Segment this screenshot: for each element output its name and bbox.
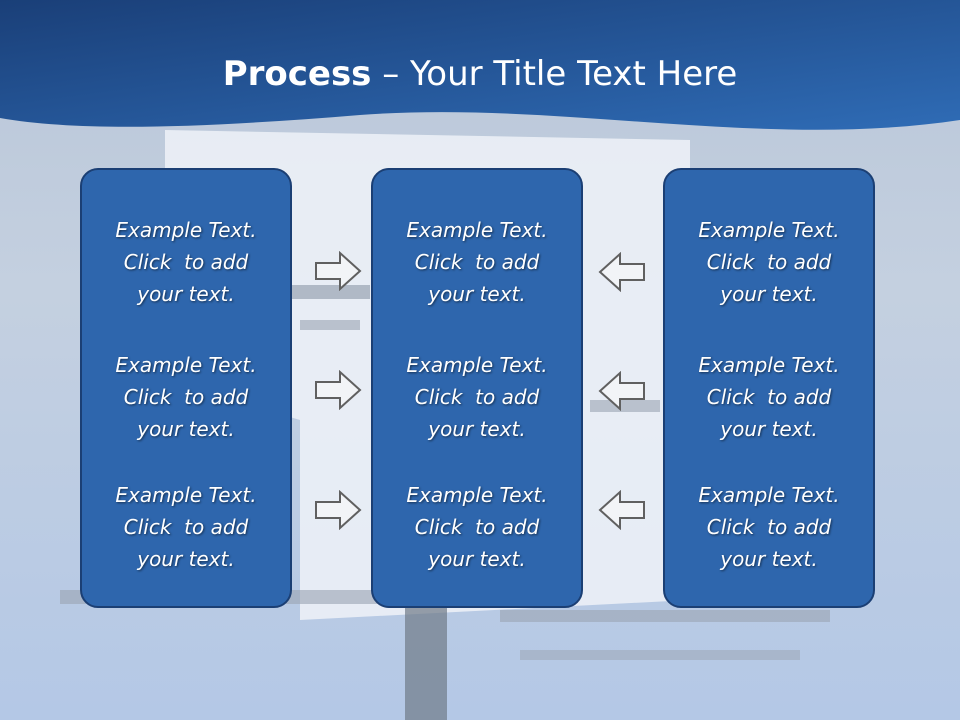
text-line: Example Text. bbox=[115, 218, 257, 242]
text-line: your text. bbox=[428, 282, 526, 306]
process-box-center[interactable]: Example Text. Click to add your text. Ex… bbox=[371, 168, 583, 608]
arrow-right-icon[interactable] bbox=[314, 251, 362, 291]
text-line: your text. bbox=[137, 417, 235, 441]
text-line: your text. bbox=[720, 547, 818, 571]
text-block[interactable]: Example Text. Click to add your text. bbox=[665, 349, 873, 445]
text-block[interactable]: Example Text. Click to add your text. bbox=[665, 214, 873, 310]
text-line: your text. bbox=[137, 282, 235, 306]
text-line: Example Text. bbox=[406, 353, 548, 377]
text-line: Click to add bbox=[706, 385, 832, 409]
text-line: Click to add bbox=[123, 250, 249, 274]
process-box-right[interactable]: Example Text. Click to add your text. Ex… bbox=[663, 168, 875, 608]
text-line: Click to add bbox=[123, 515, 249, 539]
arrow-left-icon[interactable] bbox=[598, 371, 646, 411]
arrow-left-icon[interactable] bbox=[598, 252, 646, 292]
text-block[interactable]: Example Text. Click to add your text. bbox=[373, 349, 581, 445]
text-line: Click to add bbox=[414, 250, 540, 274]
text-block[interactable]: Example Text. Click to add your text. bbox=[665, 479, 873, 575]
slide-title[interactable]: Process – Your Title Text Here bbox=[0, 52, 960, 96]
text-line: Example Text. bbox=[115, 483, 257, 507]
text-block[interactable]: Example Text. Click to add your text. bbox=[82, 214, 290, 310]
text-line: your text. bbox=[720, 282, 818, 306]
process-box-left[interactable]: Example Text. Click to add your text. Ex… bbox=[80, 168, 292, 608]
text-block[interactable]: Example Text. Click to add your text. bbox=[373, 479, 581, 575]
text-line: Click to add bbox=[706, 515, 832, 539]
arrow-right-icon[interactable] bbox=[314, 370, 362, 410]
text-line: your text. bbox=[137, 547, 235, 571]
text-block[interactable]: Example Text. Click to add your text. bbox=[82, 349, 290, 445]
text-block[interactable]: Example Text. Click to add your text. bbox=[373, 214, 581, 310]
text-line: your text. bbox=[428, 417, 526, 441]
text-line: Example Text. bbox=[406, 483, 548, 507]
text-line: Click to add bbox=[706, 250, 832, 274]
text-line: Click to add bbox=[414, 515, 540, 539]
text-line: Example Text. bbox=[698, 353, 840, 377]
text-line: Example Text. bbox=[698, 483, 840, 507]
text-line: your text. bbox=[720, 417, 818, 441]
text-line: Click to add bbox=[123, 385, 249, 409]
title-rest: – Your Title Text Here bbox=[371, 54, 738, 94]
text-block[interactable]: Example Text. Click to add your text. bbox=[82, 479, 290, 575]
title-bold: Process bbox=[222, 54, 372, 94]
text-line: Example Text. bbox=[115, 353, 257, 377]
arrow-right-icon[interactable] bbox=[314, 490, 362, 530]
text-line: Click to add bbox=[414, 385, 540, 409]
text-line: Example Text. bbox=[406, 218, 548, 242]
text-line: Example Text. bbox=[698, 218, 840, 242]
text-line: your text. bbox=[428, 547, 526, 571]
arrow-left-icon[interactable] bbox=[598, 490, 646, 530]
